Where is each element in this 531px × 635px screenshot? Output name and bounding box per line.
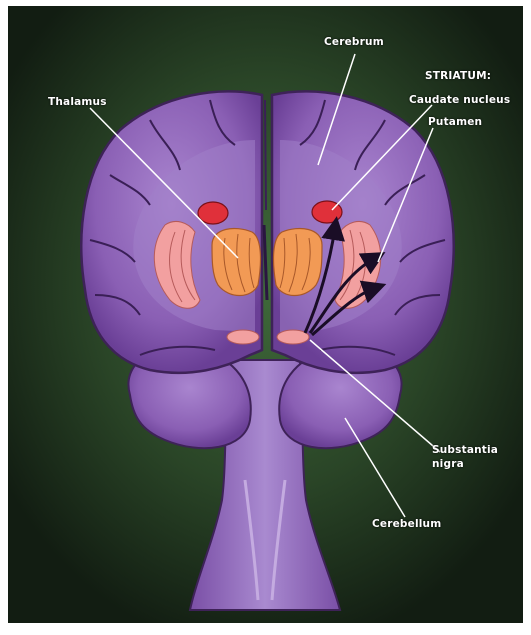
caudate-nucleus-label: Caudate nucleus <box>409 94 510 106</box>
thalamus-label: Thalamus <box>48 96 107 108</box>
striatum-label: STRIATUM: <box>425 70 491 82</box>
caudate-nucleus-left <box>198 202 228 224</box>
substantia-nigra-label-line1: Substantia <box>432 444 498 456</box>
cerebellum-label: Cerebellum <box>372 518 441 530</box>
substantia-nigra-label-line2: nigra <box>432 458 464 470</box>
substantia-nigra-left <box>227 330 259 344</box>
cerebrum-label: Cerebrum <box>324 36 384 48</box>
putamen-label: Putamen <box>428 116 482 128</box>
